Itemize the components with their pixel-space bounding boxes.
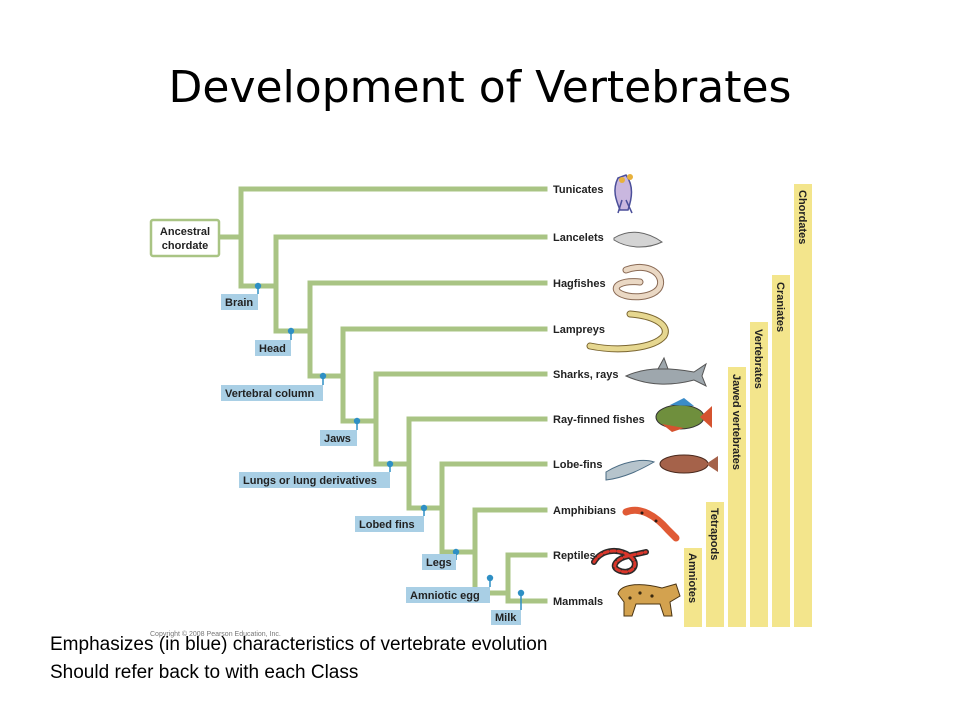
- group-bar-vertebrates: [750, 322, 768, 627]
- taxon-label-mammals: Mammals: [553, 596, 603, 608]
- slide-title: Development of Vertebrates: [168, 62, 792, 113]
- group-bar-tetrapods: [706, 502, 724, 627]
- copyright-notice: Copyright © 2008 Pearson Education, Inc.: [150, 631, 281, 638]
- taxon-label-lancelets: Lancelets: [553, 232, 604, 244]
- lobe-fin-icon: [605, 454, 718, 481]
- group-bar-craniates: [772, 275, 790, 627]
- ray-finned-fish-icon: [655, 398, 712, 432]
- taxon-label-hagfishes: Hagfishes: [553, 278, 606, 290]
- mammal-icon: [617, 583, 681, 617]
- taxon-label-lobe-fins: Lobe-fins: [553, 459, 603, 471]
- taxon-label-lampreys: Lampreys: [553, 324, 605, 336]
- group-label-tetrapods: Tetrapods: [708, 508, 720, 560]
- group-label-amniotes: Amniotes: [686, 553, 698, 603]
- group-bar-jawed-vertebrates: [728, 367, 746, 627]
- trait-label-head: Head: [259, 343, 286, 355]
- tunicate-icon: [614, 174, 633, 214]
- taxon-label-tunicates: Tunicates: [553, 184, 604, 196]
- trait-nodes: [254, 282, 525, 597]
- caption-line-2: Should refer back to with each Class: [50, 662, 359, 683]
- lamprey-icon: [586, 310, 669, 353]
- reptile-icon: [591, 548, 649, 575]
- group-label-vertebrates: Vertebrates: [752, 329, 764, 389]
- group-label-craniates: Craniates: [774, 282, 786, 332]
- root-label-line1: Ancestral: [160, 226, 210, 238]
- taxon-label-sharks-rays: Sharks, rays: [553, 369, 618, 381]
- root-label-line2: chordate: [162, 240, 208, 252]
- group-bar-chordates: [794, 184, 812, 627]
- trait-label-legs: Legs: [426, 557, 452, 569]
- taxon-label-amphibians: Amphibians: [553, 505, 616, 517]
- amphibian-icon: [622, 506, 680, 542]
- group-label-chordates: Chordates: [796, 190, 808, 244]
- tree-branches: [217, 186, 548, 604]
- group-label-jawed-vertebrates: Jawed vertebrates: [730, 374, 742, 470]
- group-bars: [684, 184, 812, 627]
- trait-label-milk: Milk: [495, 612, 517, 624]
- trait-label-jaws: Jaws: [324, 433, 351, 445]
- root-box: Ancestral chordate: [149, 218, 221, 258]
- taxon-label-reptiles: Reptiles: [553, 550, 596, 562]
- taxon-label-ray-finned-fishes: Ray-finned fishes: [553, 414, 645, 426]
- trait-label-amniotic-egg: Amniotic egg: [410, 590, 480, 602]
- hagfish-icon: [612, 263, 665, 301]
- trait-label-brain: Brain: [225, 297, 253, 309]
- caption-line-1: Emphasizes (in blue) characteristics of …: [50, 634, 548, 655]
- trait-label-lungs: Lungs or lung derivatives: [243, 475, 377, 487]
- trait-label-vertebral-column: Vertebral column: [225, 388, 315, 400]
- trait-connectors: [257, 287, 522, 610]
- trait-label-lobed-fins: Lobed fins: [359, 519, 415, 531]
- lancelet-icon: [613, 231, 663, 248]
- shark-icon: [624, 356, 707, 388]
- group-bar-amniotes: [684, 548, 702, 627]
